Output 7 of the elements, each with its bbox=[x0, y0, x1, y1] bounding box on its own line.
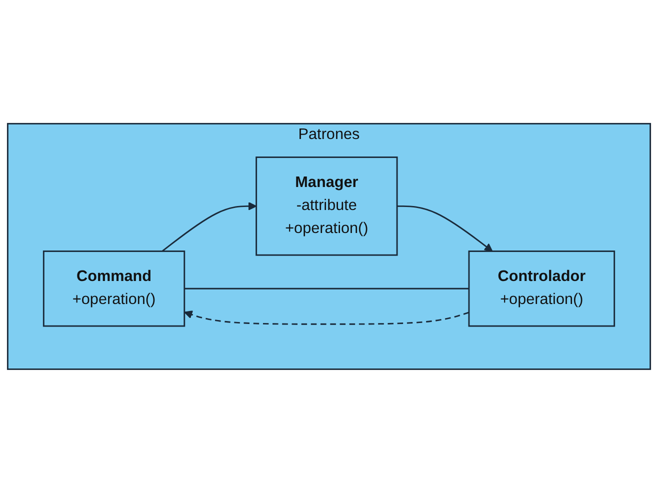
node-box: Command +operation() bbox=[42, 250, 186, 327]
arrow bbox=[184, 310, 470, 325]
connector bbox=[184, 288, 469, 290]
arrow bbox=[397, 206, 493, 252]
node-box: Controlador +operation() bbox=[468, 250, 616, 327]
node-box: Manager -attribute +operation() bbox=[256, 156, 398, 256]
arrow bbox=[162, 202, 257, 252]
